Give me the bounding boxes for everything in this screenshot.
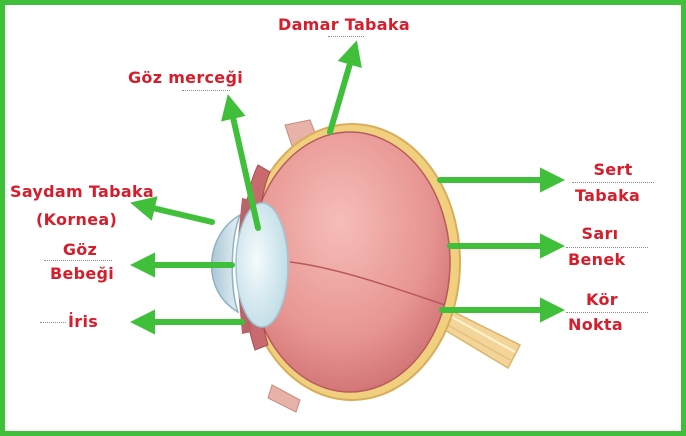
dotted-underline bbox=[328, 36, 364, 37]
label-iris: İris bbox=[68, 312, 98, 331]
label-saydam-tabaka-line1: Saydam Tabaka bbox=[10, 182, 154, 201]
dotted-underline bbox=[40, 322, 66, 323]
label-damar-tabaka: Damar Tabaka bbox=[278, 15, 410, 34]
label-sari-benek-line2: Benek bbox=[568, 250, 625, 269]
label-sert-tabaka-line2: Tabaka bbox=[575, 186, 640, 205]
label-saydam-tabaka-line2: (Kornea) bbox=[36, 210, 117, 229]
arrow-saydam-tabaka bbox=[140, 205, 212, 222]
dotted-underline bbox=[566, 247, 648, 248]
dotted-underline bbox=[572, 182, 654, 183]
arrow-damar-tabaka bbox=[330, 50, 354, 132]
label-sari-benek-line1: Sarı bbox=[568, 224, 632, 243]
dotted-underline bbox=[566, 312, 648, 313]
label-goz-bebegi-line1: Göz bbox=[60, 240, 100, 259]
dotted-underline bbox=[44, 260, 112, 261]
label-kor-nokta-line2: Nokta bbox=[568, 315, 623, 334]
dotted-underline bbox=[182, 90, 230, 91]
lens bbox=[236, 203, 288, 327]
label-goz-mercegi: Göz merceği bbox=[128, 68, 243, 87]
label-kor-nokta-line1: Kör bbox=[570, 290, 634, 309]
label-sert-tabaka-line1: Sert bbox=[575, 160, 651, 179]
label-goz-bebegi-line2: Bebeği bbox=[50, 264, 114, 283]
